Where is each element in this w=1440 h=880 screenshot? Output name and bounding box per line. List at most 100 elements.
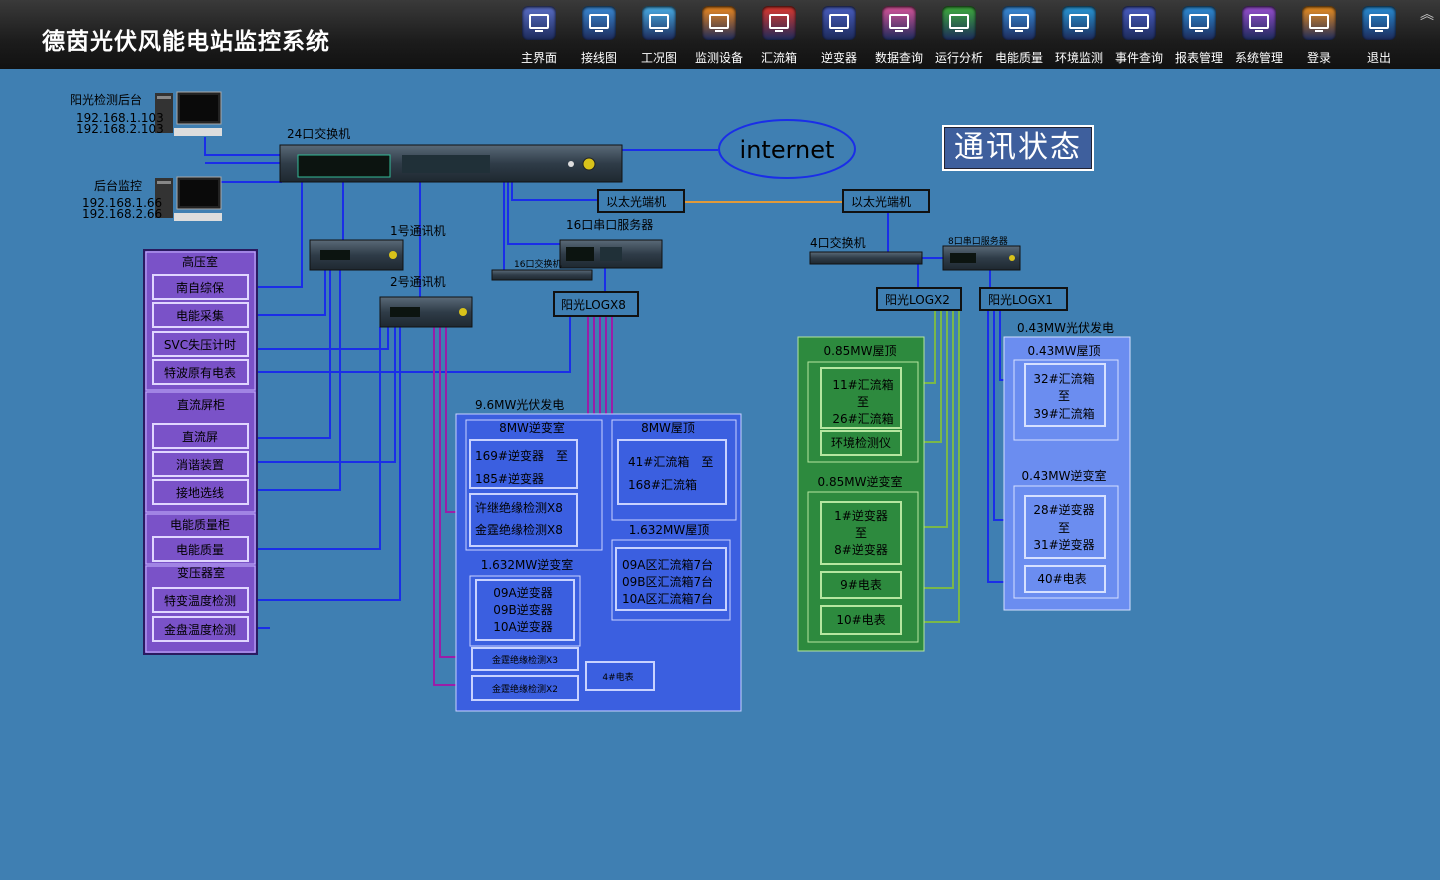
green-roof-line2: 至	[857, 395, 869, 409]
pv043-roof-line2: 至	[1058, 389, 1070, 403]
roof1632-line2: 09B区汇流箱7台	[622, 574, 713, 589]
meter10-box[interactable]	[820, 605, 902, 635]
left-panel-item-box[interactable]	[152, 479, 249, 505]
left-panel-item-box[interactable]	[152, 359, 249, 385]
nav-item-7[interactable]: 运行分析	[929, 2, 989, 68]
pv043-roof-line1: 32#汇流箱	[1033, 371, 1094, 386]
inv8-box2-line2: 金霆绝缘检测X8	[475, 522, 563, 537]
left-panel-item-box[interactable]	[152, 587, 249, 613]
meter9-box[interactable]	[820, 571, 902, 599]
pv043-title: 0.43MW光伏发电	[1017, 320, 1114, 335]
settings-icon	[1242, 6, 1276, 40]
backend-computer-icon	[155, 176, 222, 221]
left-panel-item-box[interactable]	[152, 616, 249, 642]
report-icon	[1182, 6, 1216, 40]
nav-label: 事件查询	[1114, 51, 1163, 65]
dc-cabinet-title: 直流屏柜	[177, 398, 225, 412]
serial8-device[interactable]	[942, 245, 1021, 271]
comm2-device[interactable]	[379, 296, 473, 328]
roof1632-box[interactable]	[615, 547, 727, 611]
nav-item-10[interactable]: 事件查询	[1109, 2, 1169, 68]
left-panel-item-box[interactable]	[152, 536, 249, 562]
green-roof-line1: 11#汇流箱	[832, 377, 893, 392]
pv043-inv-line3: 31#逆变器	[1033, 537, 1094, 552]
inv8-box2[interactable]	[469, 493, 578, 547]
nav-item-12[interactable]: 系统管理	[1229, 2, 1289, 68]
nav-label: 监测设备	[694, 51, 743, 65]
serial16-device[interactable]	[559, 239, 663, 269]
left-panel-item-box[interactable]	[152, 331, 249, 357]
left-panel-item-box[interactable]	[152, 274, 249, 300]
jt2-box[interactable]	[471, 675, 579, 701]
green-roof-box[interactable]	[820, 367, 902, 429]
nav-item-6[interactable]: 数据查询	[869, 2, 929, 68]
meter4-box[interactable]	[585, 661, 655, 691]
comm1-label: 1号通讯机	[390, 224, 446, 238]
switch24-label: 24口交换机	[287, 126, 350, 141]
inv1632-line1: 09A逆变器	[493, 585, 552, 600]
nav-item-4[interactable]: 汇流箱	[749, 2, 809, 68]
jt3-box[interactable]	[471, 647, 579, 671]
left-panel-item-box[interactable]	[152, 451, 249, 477]
internet-cloud	[718, 119, 856, 179]
logx2-box[interactable]	[876, 287, 962, 311]
roof8-title: 8MW屋顶	[641, 421, 695, 435]
logx1-box[interactable]	[979, 287, 1068, 311]
pv043-roof-box[interactable]	[1024, 363, 1106, 427]
nav-item-9[interactable]: 环境监测	[1049, 2, 1109, 68]
left-panel-item-label: 电能质量	[176, 543, 224, 557]
main-nav: 主界面接线图工况图监测设备汇流箱逆变器 数据查询运行分析电能质量环境监测事件查询报…	[509, 2, 1409, 68]
green-inv-line3: 8#逆变器	[834, 542, 888, 557]
wiring-icon	[582, 6, 616, 40]
left-panel-item-label: 消谐装置	[176, 458, 224, 472]
logx8-box[interactable]	[553, 291, 639, 317]
green-inv-area	[807, 491, 919, 643]
nav-label: 逆变器	[820, 51, 857, 65]
pv043-inv-box[interactable]	[1024, 495, 1106, 559]
switch4-device[interactable]	[809, 251, 923, 265]
roof1632-line1: 09A区汇流箱7台	[622, 557, 713, 572]
inv8-box2-line1: 许继绝缘检测X8	[475, 500, 563, 515]
inv8-box1[interactable]	[469, 439, 578, 489]
meter40-box[interactable]	[1024, 565, 1106, 593]
nav-item-5[interactable]: 逆变器	[809, 2, 869, 68]
roof8-box[interactable]	[617, 439, 727, 505]
nav-label: 登录	[1306, 51, 1331, 65]
eth-converter-2[interactable]	[842, 189, 930, 213]
inv1632-box[interactable]	[475, 579, 575, 641]
serial8-label: 8口串口服务器	[948, 235, 1008, 247]
inverter-icon	[822, 6, 856, 40]
nav-label: 主界面	[520, 51, 557, 65]
env-monitor-box[interactable]	[820, 430, 902, 456]
nav-label: 数据查询	[874, 51, 923, 65]
login-icon	[1302, 6, 1336, 40]
network-diagram: 阳光检测后台 192.168.1.103 192.168.2.103 后台监控 …	[70, 91, 1131, 712]
nav-item-1[interactable]: 接线图	[569, 2, 629, 68]
collapse-icon[interactable]: ︽	[1420, 7, 1434, 23]
sun-backend-ip2: 192.168.2.103	[76, 122, 164, 136]
inv1632-line2: 09B逆变器	[493, 602, 553, 617]
nav-item-11[interactable]: 报表管理	[1169, 2, 1229, 68]
nav-item-0[interactable]: 主界面	[509, 2, 569, 68]
green-inv-box[interactable]	[820, 501, 902, 565]
nav-item-13[interactable]: 登录	[1289, 2, 1349, 68]
switch24-device[interactable]	[279, 144, 623, 183]
nav-item-14[interactable]: 退出	[1349, 2, 1409, 68]
backend-ip2: 192.168.2.66	[82, 207, 162, 221]
left-panel-item-label: 直流屏	[182, 430, 218, 444]
serial16-label: 16口串口服务器	[566, 217, 653, 232]
nav-label: 环境监测	[1054, 51, 1103, 65]
nav-label: 电能质量	[994, 51, 1043, 65]
page-title: 通讯状态	[942, 125, 1094, 171]
left-panel-item-box[interactable]	[152, 423, 249, 449]
switch16-device[interactable]	[491, 269, 593, 281]
nav-item-3[interactable]: 监测设备	[689, 2, 749, 68]
eth-converter-1[interactable]	[597, 189, 685, 213]
left-panel-item-box[interactable]	[152, 302, 249, 328]
nav-item-2[interactable]: 工况图	[629, 2, 689, 68]
inv1632-title: 1.632MW逆变室	[481, 557, 574, 572]
nav-item-8[interactable]: 电能质量	[989, 2, 1049, 68]
jt2-label: 金霆绝缘检测X2	[492, 683, 558, 695]
eth-converter-2-label: 以太光端机	[851, 194, 911, 209]
comm1-device[interactable]	[309, 239, 404, 271]
